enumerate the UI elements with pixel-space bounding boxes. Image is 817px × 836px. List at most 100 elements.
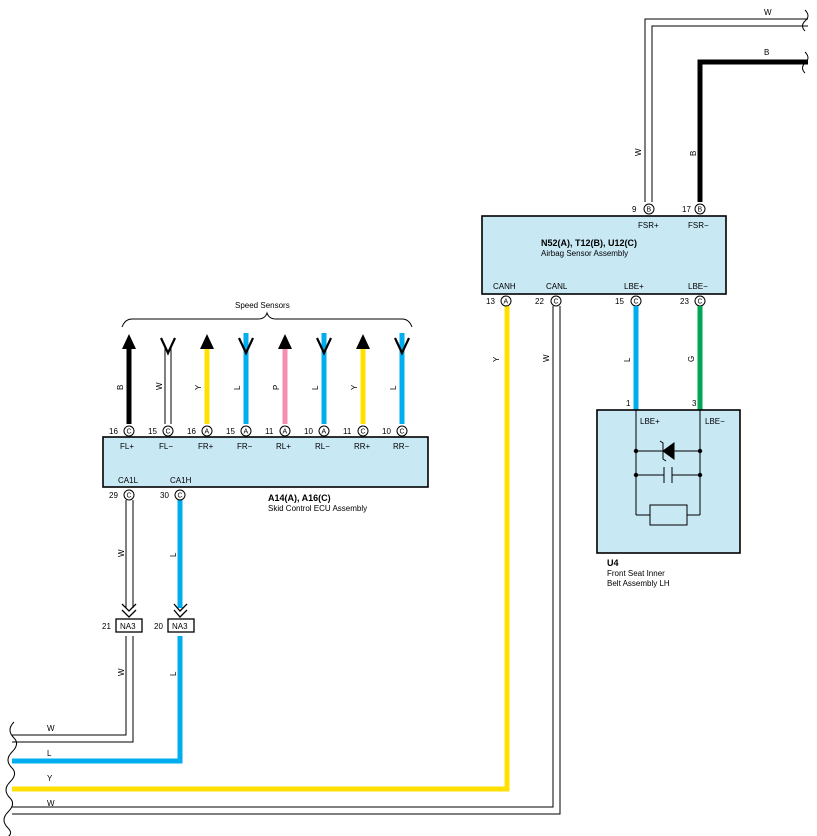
- airbag-pin-canl: 22 C: [535, 295, 562, 307]
- speed-sensor-wire-1: W: [155, 337, 176, 424]
- bus-label-w1: W: [47, 724, 55, 733]
- speed-sensor-wire-5: L: [311, 333, 332, 424]
- arrow-up-icon: [356, 334, 370, 349]
- wire-label: B: [764, 48, 769, 57]
- svg-text:A: A: [244, 429, 249, 436]
- wire-ca1h-l-lower: [12, 636, 183, 764]
- arrow-up-icon: [122, 334, 136, 349]
- airbag-pin-lbe-minus-name: LBE−: [688, 282, 708, 291]
- belt-pin-3-num: 3: [692, 399, 697, 408]
- wire-fsr-plus-w: [644, 18, 808, 202]
- belt-junction-dots: [633, 448, 703, 478]
- junction-na3-w: NA3 21: [102, 603, 143, 633]
- airbag-pin-lbe-minus: 23 C: [680, 295, 706, 307]
- wire-label: L: [233, 385, 242, 390]
- svg-text:RL−: RL−: [315, 442, 330, 451]
- belt-id: U4: [607, 558, 619, 568]
- wire-label: Y: [492, 356, 501, 362]
- wire-fsr-minus-b: [697, 59, 808, 202]
- svg-text:A: A: [205, 429, 210, 436]
- arrow-up-icon: [278, 334, 292, 349]
- svg-text:A: A: [504, 299, 509, 306]
- wire-label: W: [764, 8, 772, 17]
- svg-text:10: 10: [304, 427, 313, 436]
- arrow-down-icon: [160, 337, 176, 356]
- belt-name-2: Belt Assembly LH: [607, 579, 670, 588]
- svg-text:11: 11: [265, 427, 274, 436]
- break-mark: [3, 721, 18, 836]
- svg-text:C: C: [400, 429, 405, 436]
- ecu-pin-4: 11 A RL+: [265, 425, 291, 451]
- svg-text:FSR−: FSR−: [688, 221, 709, 230]
- ecu-pin-ca1h-name: CA1H: [170, 476, 192, 485]
- skid-ecu-name: Skid Control ECU Assembly: [268, 504, 367, 513]
- svg-text:B: B: [647, 207, 652, 214]
- arrow-down-icon: [394, 337, 410, 356]
- svg-text:FR−: FR−: [237, 442, 253, 451]
- svg-text:11: 11: [343, 427, 352, 436]
- svg-text:A: A: [322, 429, 327, 436]
- svg-text:30: 30: [160, 491, 169, 500]
- wire-label: Y: [350, 384, 359, 390]
- belt-name-1: Front Seat Inner: [607, 569, 665, 578]
- svg-text:C: C: [554, 299, 559, 306]
- speed-sensor-wire-3: L: [233, 333, 254, 424]
- svg-text:B: B: [698, 207, 703, 214]
- wire-label: L: [169, 552, 178, 557]
- arrow-down-icon: [238, 337, 254, 356]
- svg-text:15: 15: [226, 427, 235, 436]
- wire-label: B: [689, 151, 698, 156]
- ecu-pin-5: 10 A RL−: [304, 425, 330, 451]
- svg-text:C: C: [698, 299, 703, 306]
- svg-text:C: C: [127, 429, 132, 436]
- bus-label-w2: W: [47, 799, 55, 808]
- svg-text:C: C: [634, 299, 639, 306]
- arrow-up-icon: [200, 334, 214, 349]
- wire-label: G: [687, 356, 696, 362]
- speed-sensors-label: Speed Sensors: [235, 301, 290, 310]
- svg-text:FL−: FL−: [159, 442, 173, 451]
- wire-label: Y: [194, 384, 203, 390]
- svg-text:21: 21: [102, 622, 111, 631]
- break-mark: [802, 9, 809, 32]
- svg-text:17: 17: [682, 205, 691, 214]
- wire-label: W: [634, 148, 643, 156]
- wire-label: W: [117, 549, 126, 557]
- speed-sensor-wire-4: P: [272, 334, 292, 424]
- svg-text:9: 9: [632, 205, 637, 214]
- wire-label: L: [389, 385, 398, 390]
- arrow-down-icon: [316, 337, 332, 356]
- svg-text:RR−: RR−: [393, 442, 410, 451]
- wire-canl-w: [12, 306, 561, 815]
- svg-text:FL+: FL+: [120, 442, 134, 451]
- svg-text:22: 22: [535, 297, 544, 306]
- svg-text:RR+: RR+: [354, 442, 371, 451]
- airbag-id: N52(A), T12(B), U12(C): [541, 238, 637, 248]
- airbag-pin-canh: 13 A: [486, 295, 512, 307]
- svg-text:C: C: [178, 493, 183, 500]
- speed-sensor-wire-0: B: [116, 334, 136, 424]
- wire-label: P: [272, 385, 281, 390]
- svg-text:RL+: RL+: [276, 442, 291, 451]
- svg-text:NA3: NA3: [172, 622, 188, 631]
- wire-canh-y: [12, 306, 510, 792]
- svg-text:20: 20: [154, 622, 163, 631]
- wire-label: L: [623, 357, 632, 362]
- bus-label-l: L: [47, 749, 52, 758]
- ecu-pin-ca1l-name: CA1L: [118, 476, 139, 485]
- airbag-pin-canh-name: CANH: [493, 282, 516, 291]
- break-mark: [802, 51, 809, 74]
- svg-text:C: C: [127, 493, 132, 500]
- airbag-name: Airbag Sensor Assembly: [541, 249, 628, 258]
- wire-label: L: [169, 671, 178, 676]
- wire-label: W: [117, 668, 126, 676]
- svg-text:A: A: [283, 429, 288, 436]
- belt-pin-1-name: LBE+: [640, 417, 660, 426]
- svg-text:29: 29: [109, 491, 118, 500]
- airbag-pin-canl-name: CANL: [546, 282, 568, 291]
